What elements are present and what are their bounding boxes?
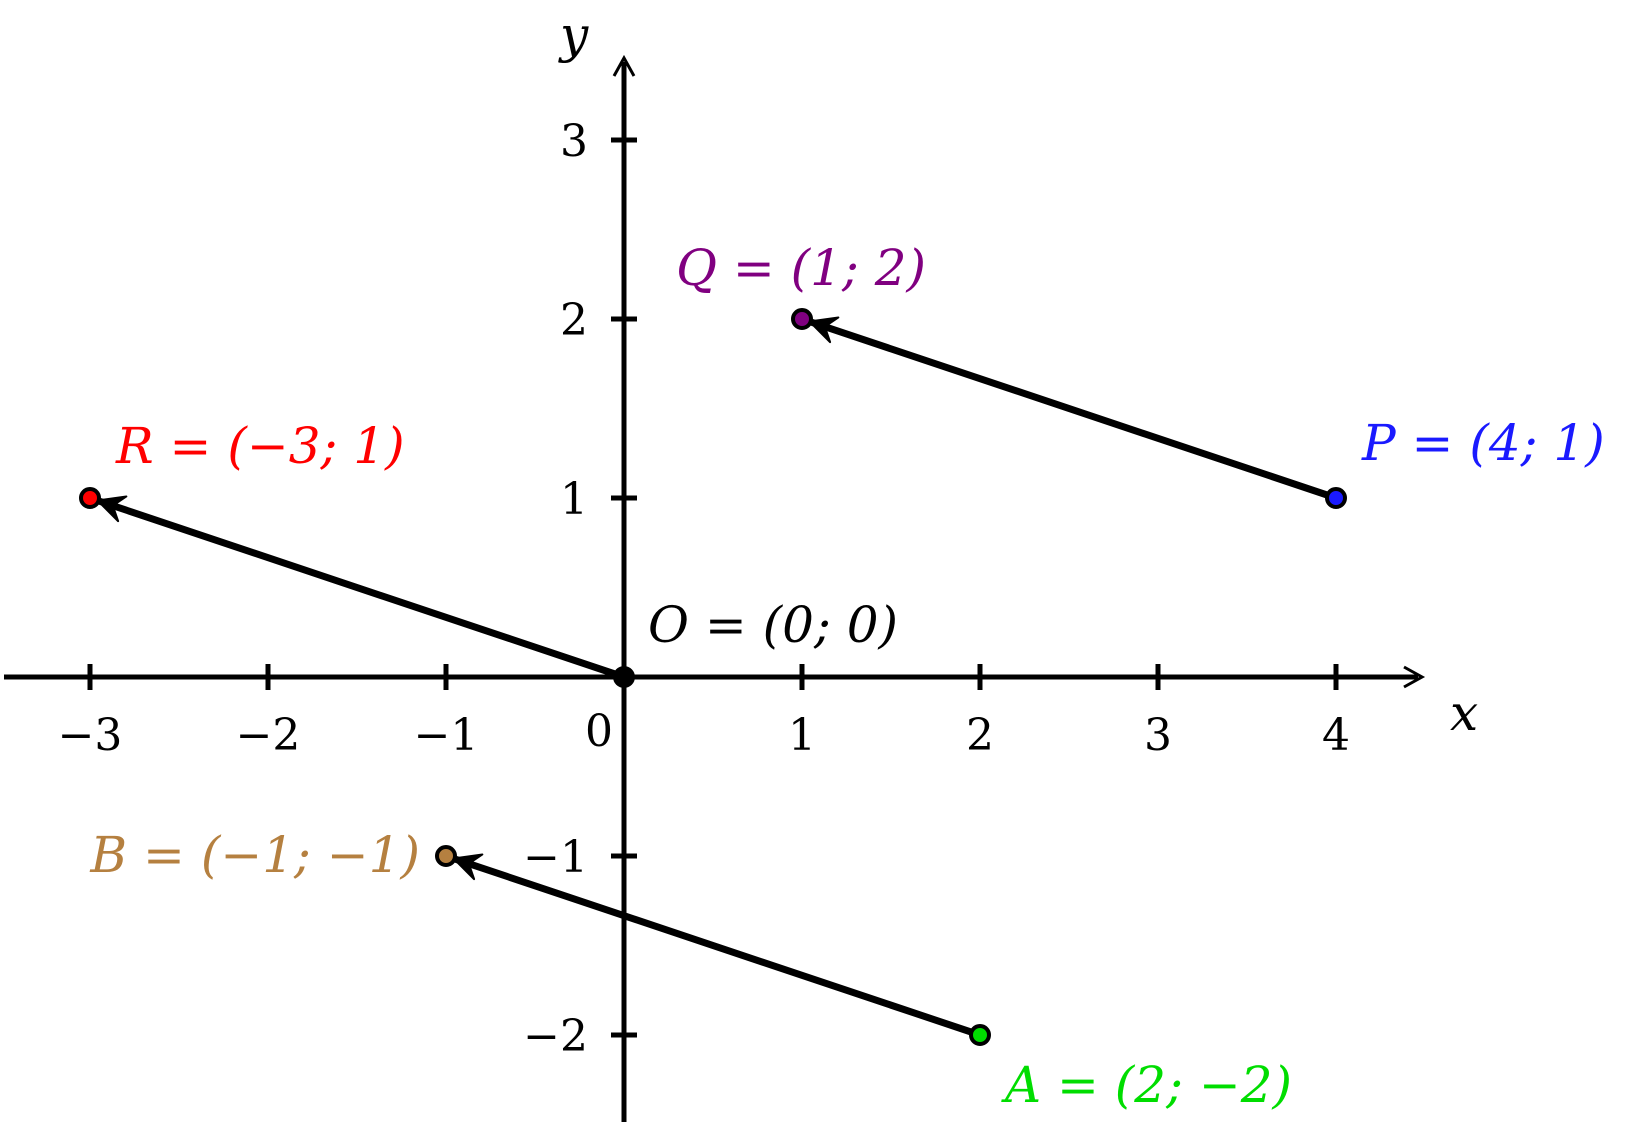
y-tick-label: −1 [523, 832, 588, 883]
x-ticks: −3 −2 −1 1 2 3 4 [58, 664, 1350, 761]
vector-arrowhead [808, 316, 840, 344]
point-P [1325, 487, 1347, 509]
y-tick-label: 3 [560, 116, 588, 167]
points: O = (0; 0) P = (4; 1) Q = (1; 2) R = (−3; 1… [79, 239, 1605, 1114]
x-axis-label: x [1450, 684, 1478, 742]
x-tick-label: −2 [236, 710, 301, 761]
origin-label: 0 [585, 706, 613, 757]
point-label-A: A = (2; −2) [1001, 1056, 1292, 1114]
point-label-O: O = (0; 0) [648, 596, 898, 654]
point-Q [791, 308, 813, 330]
vectors [94, 316, 1340, 1039]
vector-A-B [450, 855, 984, 1039]
point-label-P: P = (4; 1) [1361, 414, 1605, 472]
x-tick-label: 4 [1322, 710, 1350, 761]
y-axis: y [558, 6, 636, 1122]
y-tick-label: −2 [523, 1011, 588, 1062]
x-tick-label: 2 [966, 710, 994, 761]
point-label-R: R = (−3; 1) [115, 417, 405, 475]
point-label-Q: Q = (1; 2) [676, 239, 926, 297]
vector-arrowhead [96, 495, 128, 523]
y-tick-label: 2 [560, 295, 588, 346]
vector-O-R [94, 497, 628, 681]
x-tick-label: −1 [414, 710, 479, 761]
point-A [969, 1024, 991, 1046]
y-ticks: 3 2 1 −1 −2 [523, 116, 637, 1062]
x-tick-label: 3 [1144, 710, 1172, 761]
x-axis: x [4, 665, 1478, 742]
y-tick-label: 1 [560, 474, 588, 525]
vector-P-Q [806, 318, 1340, 502]
point-O [613, 666, 635, 688]
x-axis-arrowhead [1403, 665, 1426, 689]
x-tick-label: −3 [58, 710, 123, 761]
point-B [435, 845, 457, 867]
y-axis-label: y [558, 6, 589, 64]
vector-arrowhead [452, 853, 484, 881]
point-R [79, 487, 101, 509]
point-label-B: B = (−1; −1) [89, 826, 420, 884]
y-axis-arrowhead [612, 54, 636, 77]
x-tick-label: 1 [788, 710, 816, 761]
